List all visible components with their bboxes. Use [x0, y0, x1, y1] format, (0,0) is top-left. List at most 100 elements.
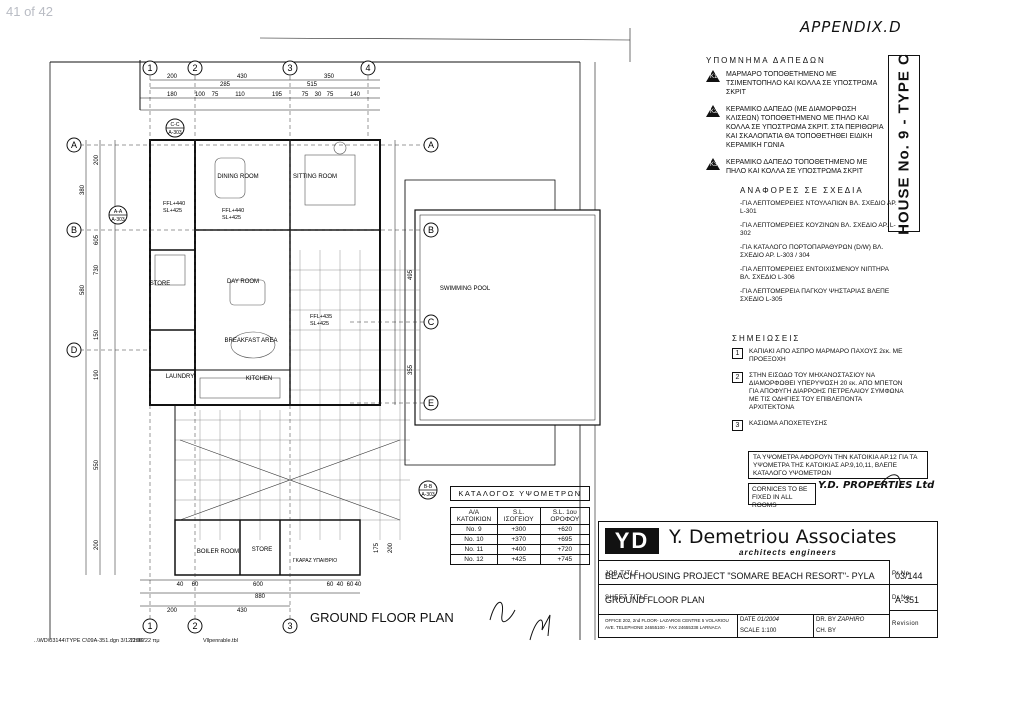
section-a-ref: A-303	[111, 217, 125, 223]
section-b-ref: A-303	[421, 492, 435, 498]
remarks: ΣΗΜΕΙΩΣΕΙΣ 1 ΚΑΠΙΑΚΙ ΑΠΟ ΑΣΠΡΟ ΜΑΡΜΑΡΟ Π…	[732, 334, 907, 439]
level-ffl-3: FFL+435	[310, 314, 332, 320]
grid-label-4: 4	[365, 63, 370, 73]
remark-item: 2 ΣΤΗΝ ΕΙΣΟΔΟ ΤΟΥ ΜΗΧΑΝΟΣΤΑΣΙΟΥ ΝΑ ΔΙΑΜΟ…	[732, 372, 907, 412]
dim-bottom3-1: 430	[237, 608, 248, 614]
dim-bottom3-0: 200	[167, 608, 178, 614]
project-number-label: Pr.No.	[892, 571, 912, 577]
triangle-icon: K2	[706, 105, 720, 117]
dim-top3-6: 30	[315, 92, 322, 98]
dim-top3-4: 195	[272, 92, 283, 98]
dim-top2-1: 515	[307, 82, 318, 88]
cornices-note: CORNICES TO BE FIXED IN ALL ROOMS	[748, 483, 816, 509]
drawing-number: A-351	[895, 595, 920, 605]
dim-top3-7: 75	[327, 92, 334, 98]
section-c-ref: A-303	[168, 130, 182, 136]
remark-item: 3 ΚΑΣΙΩΜΑ ΑΠΟΧΕΤΕΥΣΗΣ	[732, 420, 907, 431]
dimension-lines	[85, 79, 406, 607]
reference-item: -ΓΙΑ ΛΕΠΤΟΜΕΡΕΙΕΣ ΕΝΤΟΙΧΙΣΜΕΝΟΥ ΝΙΠΤΗΡΑ …	[740, 266, 889, 281]
revision-label: Revision	[892, 621, 920, 627]
grid-label-e: E	[428, 398, 434, 408]
section-markers	[108, 118, 438, 500]
table-row: No. 12+425+745	[450, 554, 591, 565]
dim-bottom1-4: 40	[337, 582, 344, 588]
schedule-title: ΚΑΤΑΛΟΓΟΣ ΥΨΟΜΕΤΡΩΝ	[450, 486, 590, 501]
dim-top3-0: 180	[167, 92, 178, 98]
dim-bottom1-5: 60	[347, 582, 354, 588]
plot-time: 11:06:22 πμ	[130, 638, 160, 644]
grid-label-c: C	[428, 317, 435, 327]
reference-item: -ΓΙΑ ΛΕΠΤΟΜΕΡΕΙΕΣ ΝΤΟΥΛΑΠΙΩΝ ΒΛ. ΣΧΕΔΙΟ …	[740, 200, 897, 215]
dim-side-5: 150	[94, 329, 100, 340]
terrace-pattern	[175, 250, 420, 540]
table-ref: Vllpenrable.tbl	[203, 638, 238, 644]
remark-item: 1 ΚΑΠΙΑΚΙ ΑΠΟ ΑΣΠΡΟ ΜΑΡΜΑΡΟ ΠΑΧΟΥΣ 2εκ. …	[732, 348, 907, 364]
dim-top3-3: 110	[235, 92, 245, 98]
grid-label-1-bottom: 1	[147, 621, 152, 631]
dim-side-10: 200	[388, 542, 394, 553]
grid-label-2: 2	[192, 63, 197, 73]
pool-dim-1: 355	[408, 364, 414, 375]
job-title: BEACH HOUSING PROJECT "SOMARE BEACH RESO…	[605, 571, 875, 581]
level-sl-2: SL+425	[222, 215, 241, 221]
level-sl-3: SL+425	[310, 321, 329, 327]
dim-side-2: 605	[94, 234, 100, 245]
firm-name: Y. Demetriou Associates	[669, 526, 897, 548]
reference-item: -ΓΙΑ ΚΑΤΑΛΟΓΟ ΠΟΡΤΟΠΑΡΑΘΥΡΩΝ (D/W) ΒΛ. Σ…	[740, 244, 884, 259]
firm-logo: YD	[605, 528, 659, 554]
dim-bottom1-2: 600	[253, 582, 264, 588]
job-title-label: JOB TITLE	[605, 571, 640, 577]
section-c-label: C-C	[171, 122, 180, 128]
triangle-icon: K3	[706, 158, 720, 170]
grid-lines	[80, 62, 425, 630]
grid-label-a-right: A	[428, 140, 434, 150]
grid-label-3-bottom: 3	[287, 621, 292, 631]
schedule-header: Α/Α ΚΑΤΟΙΚΙΩΝ	[450, 507, 498, 525]
schedule-header: S.L. 1ου ΟΡΟΦΟΥ	[539, 507, 591, 525]
room-pool: SWIMMING POOL	[440, 286, 491, 292]
checked-by-field: CH. BY	[816, 628, 837, 634]
grid-label-d: D	[71, 345, 78, 355]
reference-item: -ΓΙΑ ΛΕΠΤΟΜΕΡΕΙΑ ΠΑΓΚΟΥ ΨΗΣΤΑΡΙΑΣ ΒΛΕΠΕ …	[740, 288, 890, 303]
grid-label-b: B	[71, 225, 77, 235]
room-boiler: BOILER ROOM	[197, 549, 239, 555]
room-laundry: LAUNDRY	[166, 374, 195, 380]
dim-bottom1-3: 60	[327, 582, 334, 588]
section-b-label: B-B	[424, 484, 433, 490]
dim-top3-8: 140	[350, 92, 361, 98]
dim-top3-5: 75	[302, 92, 309, 98]
drawing-number-label: Dr.No.	[892, 595, 913, 601]
references-heading: ΑΝΑΦΟΡΕΣ ΣΕ ΣΧΕΔΙΑ	[740, 186, 864, 195]
page-counter: 41 of 42	[6, 4, 53, 19]
level-ffl-1: FFL+440	[163, 201, 185, 207]
company-signature: Y.D. PROPERTIES Ltd	[818, 480, 935, 491]
dim-top2-0: 285	[220, 82, 231, 88]
scale-field: SCALE 1:100	[740, 628, 777, 634]
legend-item: K3 ΚΕΡΑΜΙΚΟ ΔΑΠΕΔΟ ΤΟΠΟΘΕΤΗΜΕΝΟ ΜΕ ΠΗΛΟ …	[706, 158, 886, 176]
room-sitting: SITTING ROOM	[293, 174, 337, 180]
dim-side-8: 200	[94, 539, 100, 550]
house-label-box: HOUSE No. 9 - TYPE C	[888, 53, 920, 234]
drawing-references: ΑΝΑΦΟΡΕΣ ΣΕ ΣΧΕΔΙΑ -ΓΙΑ ΛΕΠΤΟΜΕΡΕΙΕΣ ΝΤΟ…	[740, 186, 900, 310]
room-dining: DINING ROOM	[217, 174, 258, 180]
reference-item: -ΓΙΑ ΛΕΠΤΟΜΕΡΕΙΕΣ ΚΟΥΖΙΝΩΝ ΒΛ. ΣΧΕΔΙΟ ΑΡ…	[740, 222, 896, 237]
grid-label-2-bottom: 2	[192, 621, 197, 631]
file-path: ..\WD\03144\TYPE C\09A-351.dgn 3/12/2007	[34, 638, 145, 644]
pool-dim-0: 495	[408, 269, 414, 280]
table-row: No. 11+400+720	[450, 544, 591, 555]
firm-subtitle: architects engineers	[739, 548, 837, 557]
plan-title: GROUND FLOOR PLAN	[310, 610, 454, 625]
dim-side-7: 550	[94, 459, 100, 470]
dim-bottom1-1: 60	[192, 582, 199, 588]
dim-bottom1-0: 40	[177, 582, 184, 588]
remarks-heading: ΣΗΜΕΙΩΣΕΙΣ	[732, 334, 801, 343]
dim-side-0: 380	[80, 184, 86, 195]
sheet-title-label: SHEET TITLE	[605, 595, 649, 601]
grid-label-3: 3	[287, 63, 292, 73]
level-ffl-2: FFL+440	[222, 208, 244, 214]
floor-legend-heading: ΥΠΟΜΝΗΜΑ ΔΑΠΕΔΩΝ	[706, 56, 826, 65]
dim-side-6: 190	[94, 369, 100, 380]
section-a-label: A-A	[114, 209, 123, 215]
drawn-by-field: DR. BY ZAPHIRO	[816, 617, 865, 623]
garage-diagonal-2	[179, 439, 401, 521]
